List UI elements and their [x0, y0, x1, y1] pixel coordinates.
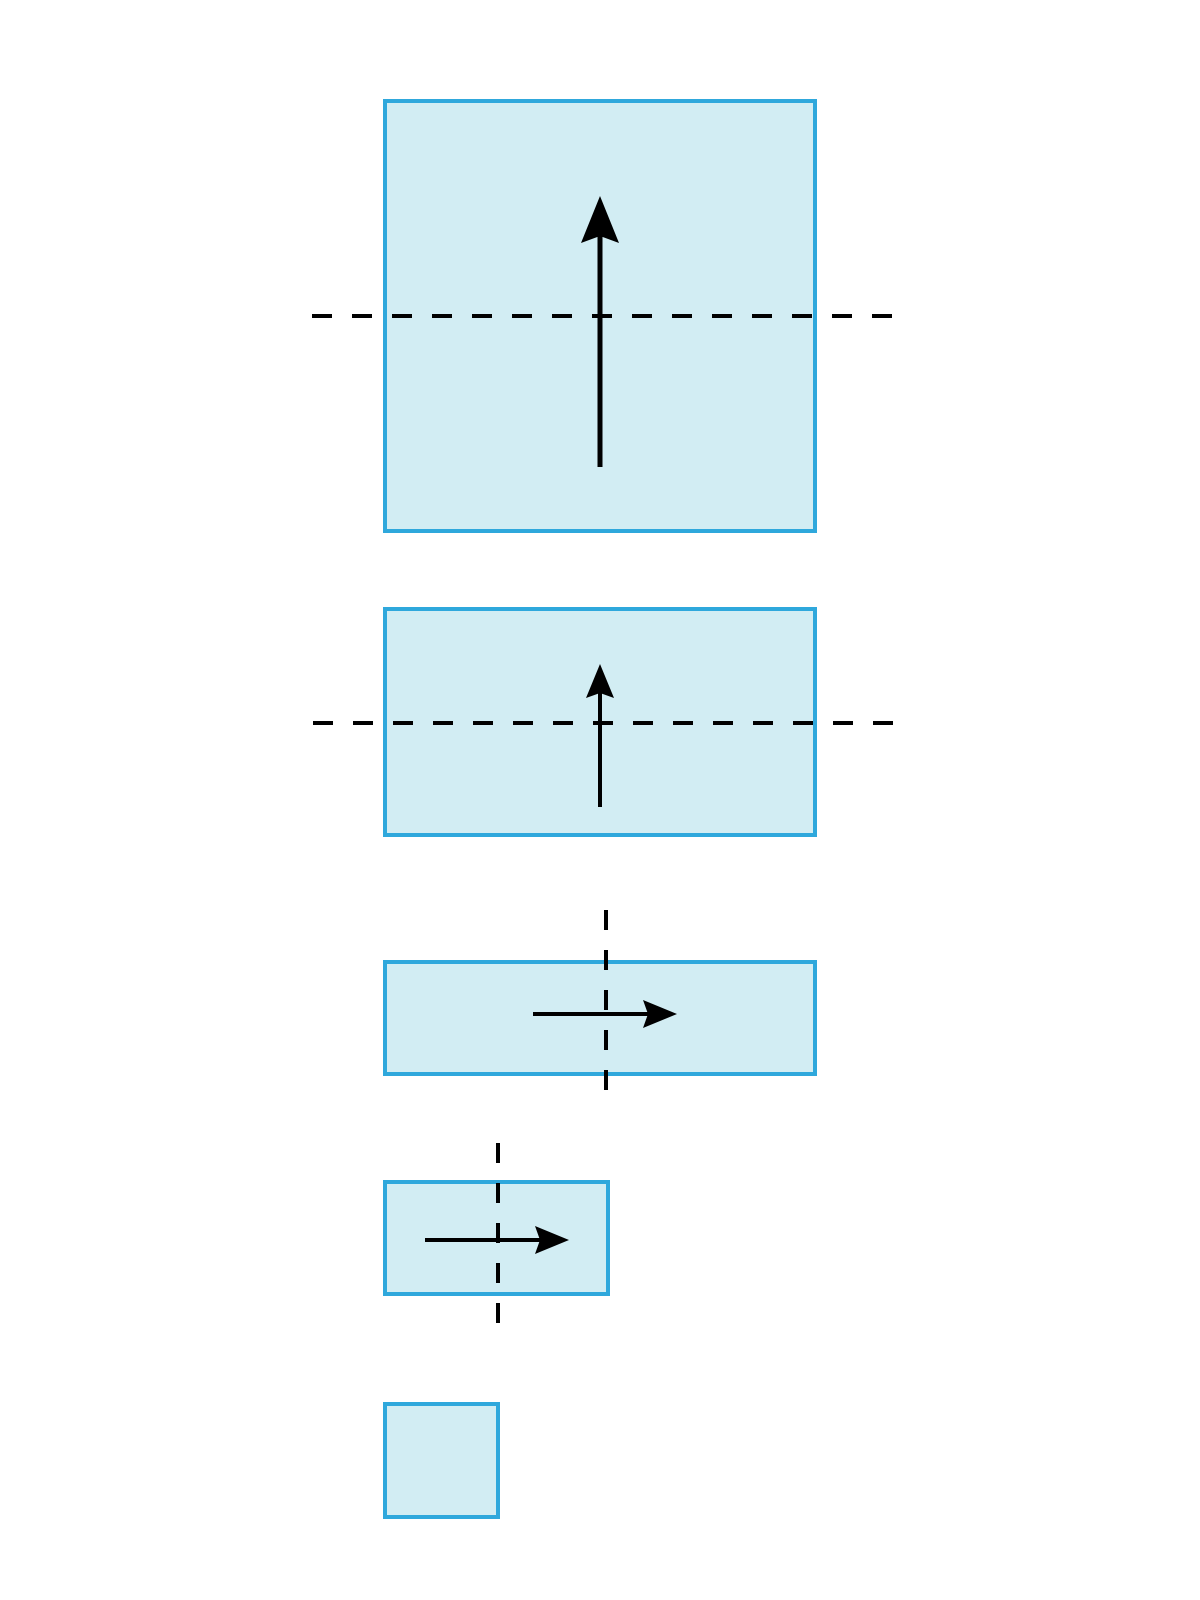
step-3 [383, 910, 817, 1098]
arrow-right-icon [425, 1226, 569, 1254]
step-5 [383, 1402, 500, 1519]
step-4 [383, 1143, 610, 1330]
arrow-right-icon [533, 1000, 677, 1028]
arrow-up-icon [586, 664, 614, 807]
arrow-up-icon [581, 196, 619, 467]
panel-step-3 [383, 960, 817, 1076]
panel-step-5 [383, 1402, 500, 1519]
step-2 [313, 607, 902, 837]
step-1 [312, 99, 902, 533]
